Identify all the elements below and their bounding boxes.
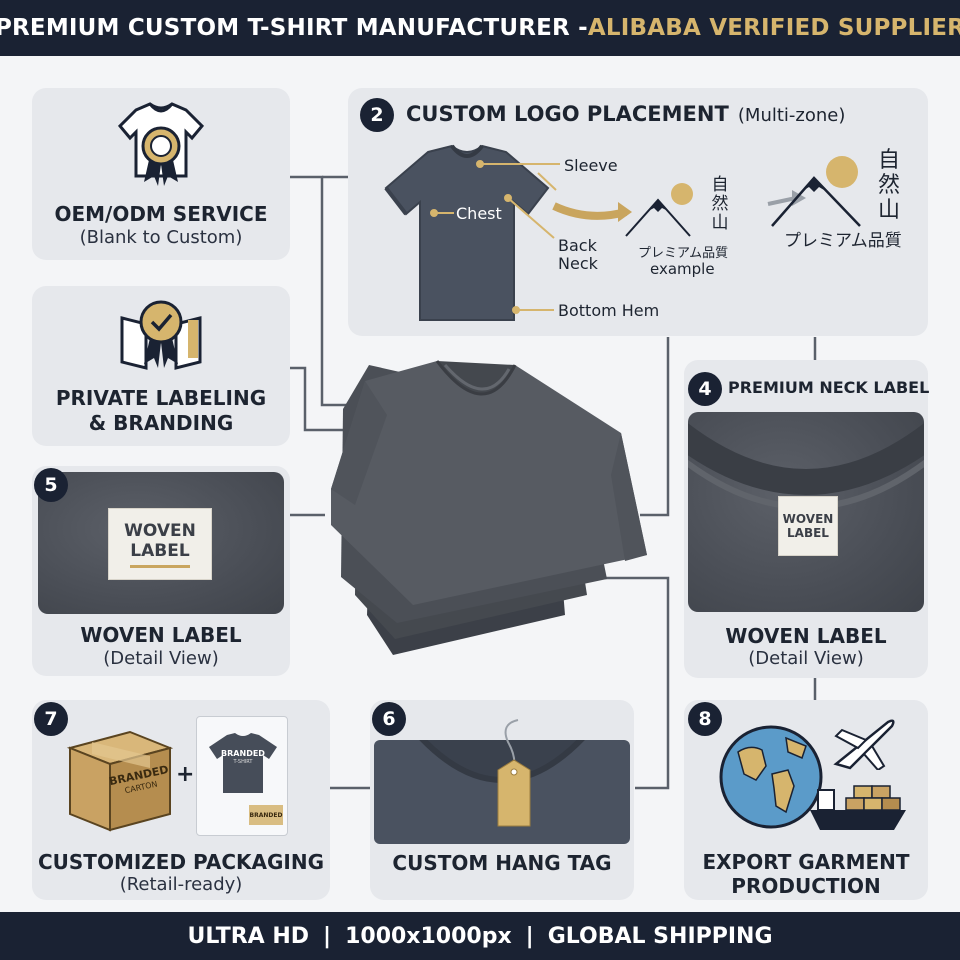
- neck-photo: [688, 412, 924, 612]
- footer-separator-2: |: [525, 923, 534, 949]
- footer-separator-1: |: [323, 923, 332, 949]
- badge-4: 4: [688, 372, 722, 406]
- packaging-title: CUSTOMIZED PACKAGING: [37, 850, 324, 874]
- footer-item-3: GLOBAL SHIPPING: [547, 923, 773, 949]
- label-back: Back: [558, 236, 597, 255]
- label-neck: Neck: [558, 254, 598, 273]
- neck-tag-line2: LABEL: [787, 526, 829, 540]
- large-kanji-2: 然: [877, 173, 900, 198]
- airplane-icon: [833, 719, 895, 770]
- bag-shirt-icon: [209, 733, 277, 793]
- large-kanji-1: 自: [877, 148, 900, 173]
- neck-woven-tag: WOVEN LABEL: [778, 496, 838, 556]
- header-title: PREMIUM CUSTOM T-SHIRT MANUFACTURER -: [0, 15, 588, 41]
- hang-tag-icon: [497, 719, 531, 827]
- logo-placement-suffix: (Multi-zone): [737, 105, 846, 126]
- shirt-award-icon: [117, 102, 205, 186]
- mountain-logo-small: [625, 183, 693, 237]
- large-kanji-3: 山: [877, 198, 900, 223]
- neck-tag-line1: WOVEN: [782, 512, 834, 526]
- plus-sign: +: [176, 762, 195, 787]
- hang-tag-card: 6 CUSTOM HANG TAG: [370, 700, 634, 900]
- large-logo-jp: プレミアム品質: [784, 231, 902, 251]
- neck-label-title: PREMIUM NECK LABEL: [728, 378, 930, 397]
- woven-tag-line2: LABEL: [130, 540, 190, 561]
- book-award-icon: [120, 300, 202, 370]
- woven-label-tag: WOVEN LABEL: [108, 508, 212, 580]
- neck-caption-sub: (Detail View): [748, 648, 864, 669]
- bag-shirt-text: BRANDED: [221, 749, 265, 758]
- badge-7: 7: [34, 702, 68, 736]
- packaging-subtitle: (Retail-ready): [119, 874, 243, 895]
- logo-placement-header: CUSTOM LOGO PLACEMENT (Multi-zone): [406, 102, 845, 126]
- neck-caption: WOVEN LABEL: [725, 624, 887, 648]
- header-supplier-tag: ALIBABA VERIFIED SUPPLIER: [587, 15, 960, 41]
- woven-label-card: WOVEN LABEL 5 WOVEN LABEL (Detail View): [32, 466, 290, 676]
- carton-box-icon: [66, 730, 174, 832]
- export-title-line2: PRODUCTION: [731, 874, 881, 898]
- woven-tag-line1: WOVEN: [124, 520, 196, 541]
- tshirt-placement-diagram: [384, 144, 550, 321]
- woven-tag-underline: [130, 564, 190, 568]
- woven-title: WOVEN LABEL: [80, 623, 242, 647]
- mountain-logo-large: [771, 156, 861, 227]
- globe-icon: [719, 725, 823, 829]
- large-logo-kanji: 自 然 山: [876, 148, 902, 223]
- logo-placement-card: 2 CUSTOM LOGO PLACEMENT (Multi-zone) Sle…: [348, 88, 928, 336]
- label-chest: Chest: [456, 204, 502, 223]
- footer-banner: ULTRA HD | 1000x1000px | GLOBAL SHIPPING: [0, 912, 960, 960]
- oem-title: OEM/ODM SERVICE: [54, 202, 268, 226]
- poly-bag: BRANDED T-SHIRT BRANDED: [196, 716, 288, 836]
- badge-6: 6: [372, 702, 406, 736]
- small-kanji-1: 自: [711, 175, 729, 195]
- footer-item-2: 1000x1000px: [345, 923, 512, 949]
- label-example: example: [650, 260, 715, 278]
- oem-service-card: OEM/ODM SERVICE (Blank to Custom): [32, 88, 290, 260]
- export-title-line1: EXPORT GARMENT: [702, 850, 910, 874]
- oem-subtitle: (Blank to Custom): [79, 227, 243, 248]
- small-logo-kanji: 自 然 山: [710, 176, 730, 233]
- placement-pointers: [430, 160, 806, 314]
- label-sleeve: Sleeve: [564, 156, 618, 175]
- cargo-ship-icon: [810, 785, 906, 830]
- footer-item-1: ULTRA HD: [187, 923, 310, 949]
- hang-tag-title: CUSTOM HANG TAG: [392, 851, 612, 875]
- bag-sticker: BRANDED: [249, 805, 283, 825]
- small-logo-jp: プレミアム品質: [638, 246, 729, 261]
- small-kanji-3: 山: [711, 213, 729, 233]
- folded-tshirt-stack: [331, 360, 647, 655]
- private-title-line1: PRIVATE LABELING: [55, 386, 267, 410]
- neck-label-card: 4 PREMIUM NECK LABEL WOVEN LABEL WOVEN L…: [684, 360, 930, 678]
- packaging-card: 7 BRANDED CARTON + BRANDED T-SHIRT BRAND…: [32, 700, 330, 900]
- bag-shirt-subtext: T-SHIRT: [233, 759, 253, 765]
- label-bottom-hem: Bottom Hem: [558, 301, 660, 320]
- export-card: 8 EXPORT GARMENT PRODUCTION: [684, 700, 928, 900]
- badge-8: 8: [688, 702, 722, 736]
- private-title-line2: & BRANDING: [88, 411, 234, 435]
- badge-2: 2: [360, 98, 394, 132]
- logo-placement-title: CUSTOM LOGO PLACEMENT: [406, 102, 729, 126]
- small-kanji-2: 然: [711, 194, 729, 214]
- private-labeling-card: PRIVATE LABELING & BRANDING: [32, 286, 290, 446]
- header-banner: PREMIUM CUSTOM T-SHIRT MANUFACTURER - AL…: [0, 0, 960, 56]
- woven-subtitle: (Detail View): [103, 648, 219, 669]
- badge-5: 5: [34, 468, 68, 502]
